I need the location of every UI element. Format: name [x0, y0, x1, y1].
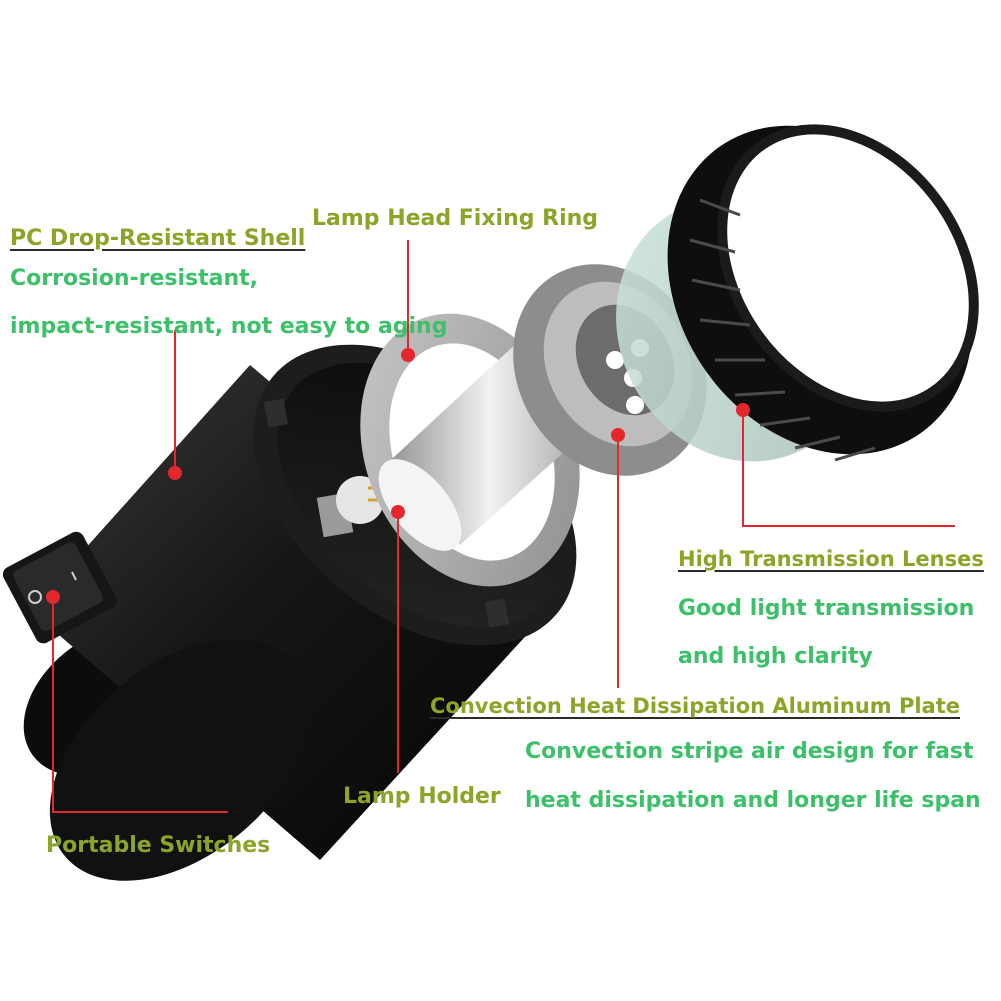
shell-desc-line-2: impact-resistant, not easy to aging [10, 314, 448, 339]
rocker-switch [2, 531, 117, 644]
lens-dot [736, 403, 750, 417]
lens-leader [742, 410, 955, 527]
aluminum-plate-dot [611, 428, 625, 442]
switch-dot [46, 590, 60, 604]
shell-dot [168, 466, 182, 480]
shell-title: PC Drop-Resistant Shell [10, 226, 306, 251]
lamp-holder-title: Lamp Holder [343, 784, 501, 809]
aluminum-plate-desc-line-1: Convection stripe air design for fast [525, 739, 974, 764]
callout-leaders [52, 240, 955, 813]
shell-desc-line-1: Corrosion-resistant, [10, 266, 259, 291]
fixing-ring-dot [401, 348, 415, 362]
lenses-title: High Transmission Lenses [678, 547, 984, 571]
lenses-desc-line-2: and high clarity [678, 644, 873, 669]
aluminum-plate-desc-line-2: heat dissipation and longer life span [525, 788, 981, 813]
fixing-ring-title: Lamp Head Fixing Ring [312, 206, 599, 231]
lenses-desc-line-1: Good light transmission [678, 596, 975, 621]
aluminum-plate-title: Convection Heat Dissipation Aluminum Pla… [430, 694, 961, 718]
switch-title: Portable Switches [46, 833, 271, 858]
switch-leader [52, 597, 228, 813]
lamp-holder-dot [391, 505, 405, 519]
outer-ring [667, 124, 979, 462]
